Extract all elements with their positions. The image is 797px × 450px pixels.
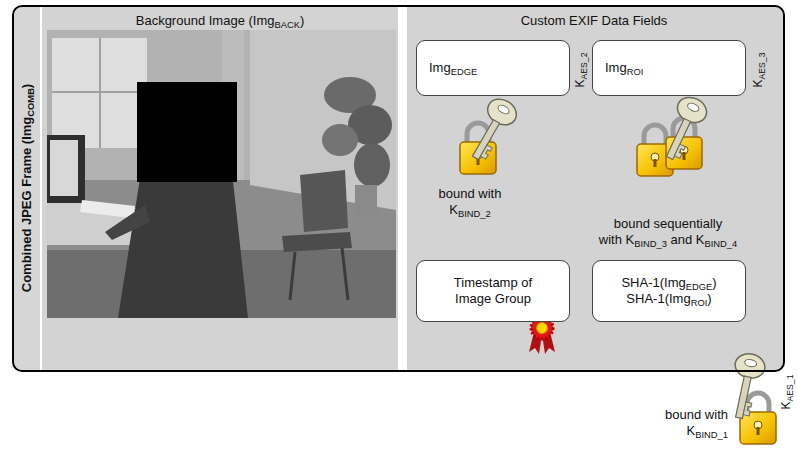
image-panel: Background Image (ImgBACK) [42,8,398,367]
frame-ground [407,8,782,367]
subscript: BACK [274,20,299,30]
seal-ribbon [537,323,548,334]
office-photo [290,252,295,300]
subscript: BIND_2 [458,209,491,219]
key-lock-roi [637,93,711,176]
data-box: Timestamp of Image Group [416,260,570,322]
frame-ground [42,8,398,367]
aes-key [656,93,711,165]
frame-ground [398,7,407,370]
office-photo [47,30,396,318]
box-text: ImgROI [605,60,643,76]
office-photo [322,124,358,156]
aes-key [463,94,521,165]
key-label: KAES_1 [778,375,794,410]
subscript: BIND_3 [634,239,667,249]
subscript: ROI [691,298,708,308]
key-label: KAES_2 [572,53,588,88]
office-photo [342,248,348,300]
subscript: AES_2 [578,53,588,80]
office-photo [300,170,348,232]
subscript: BIND_4 [705,239,738,249]
panel-title: Background Image (ImgBACK) [42,13,398,29]
box-text: ImgEDGE [429,60,477,76]
key-lock-edge [460,94,521,174]
frame-title: Combined JPEG Frame (ImgCOMB) [19,84,35,292]
binding-note: bound sequentially with KBIND_3 and KBIN… [578,216,758,248]
office-photo [118,172,248,318]
box-text: SHA-1(ImgEDGE) [621,275,716,291]
office-photo [52,91,147,93]
subscript: AES_1 [784,375,794,402]
frame-ground [14,7,783,370]
office-photo [47,30,396,318]
subscript: ROI [627,67,644,77]
jpeg-frame: Combined JPEG Frame (ImgCOMB) Background … [12,5,785,372]
seal-ribbon [529,317,555,354]
data-box: ImgROI [592,40,746,96]
key-label: KAES_3 [750,53,766,88]
subscript: AES_3 [756,53,766,80]
binding-note: bound with KBIND_2 [415,186,525,218]
subscript: BIND_1 [695,430,728,440]
subscript: COMB [26,88,36,117]
frame-ground [14,7,783,370]
office-photo [47,135,85,203]
office-photo [354,143,390,187]
key-lock-frame [724,351,776,444]
box-text: Timestamp of Image Group [454,275,532,307]
binding-note: bound with KBIND_1 [636,407,728,439]
data-box: ImgEDGE [416,40,570,96]
frame-ground [40,7,42,370]
office-photo [50,140,78,196]
office-photo [80,200,135,218]
panel-title: Custom EXIF Data Fields [407,13,781,29]
data-box: SHA-1(ImgEDGE)SHA-1(ImgROI) [592,260,746,322]
office-photo [355,185,377,215]
office-photo [137,82,237,182]
aes-key [724,351,767,421]
subscript: EDGE [686,282,712,292]
subscript: EDGE [451,67,477,77]
office-photo [52,38,147,148]
office-photo [105,205,150,240]
box-text: SHA-1(ImgROI) [626,291,711,307]
